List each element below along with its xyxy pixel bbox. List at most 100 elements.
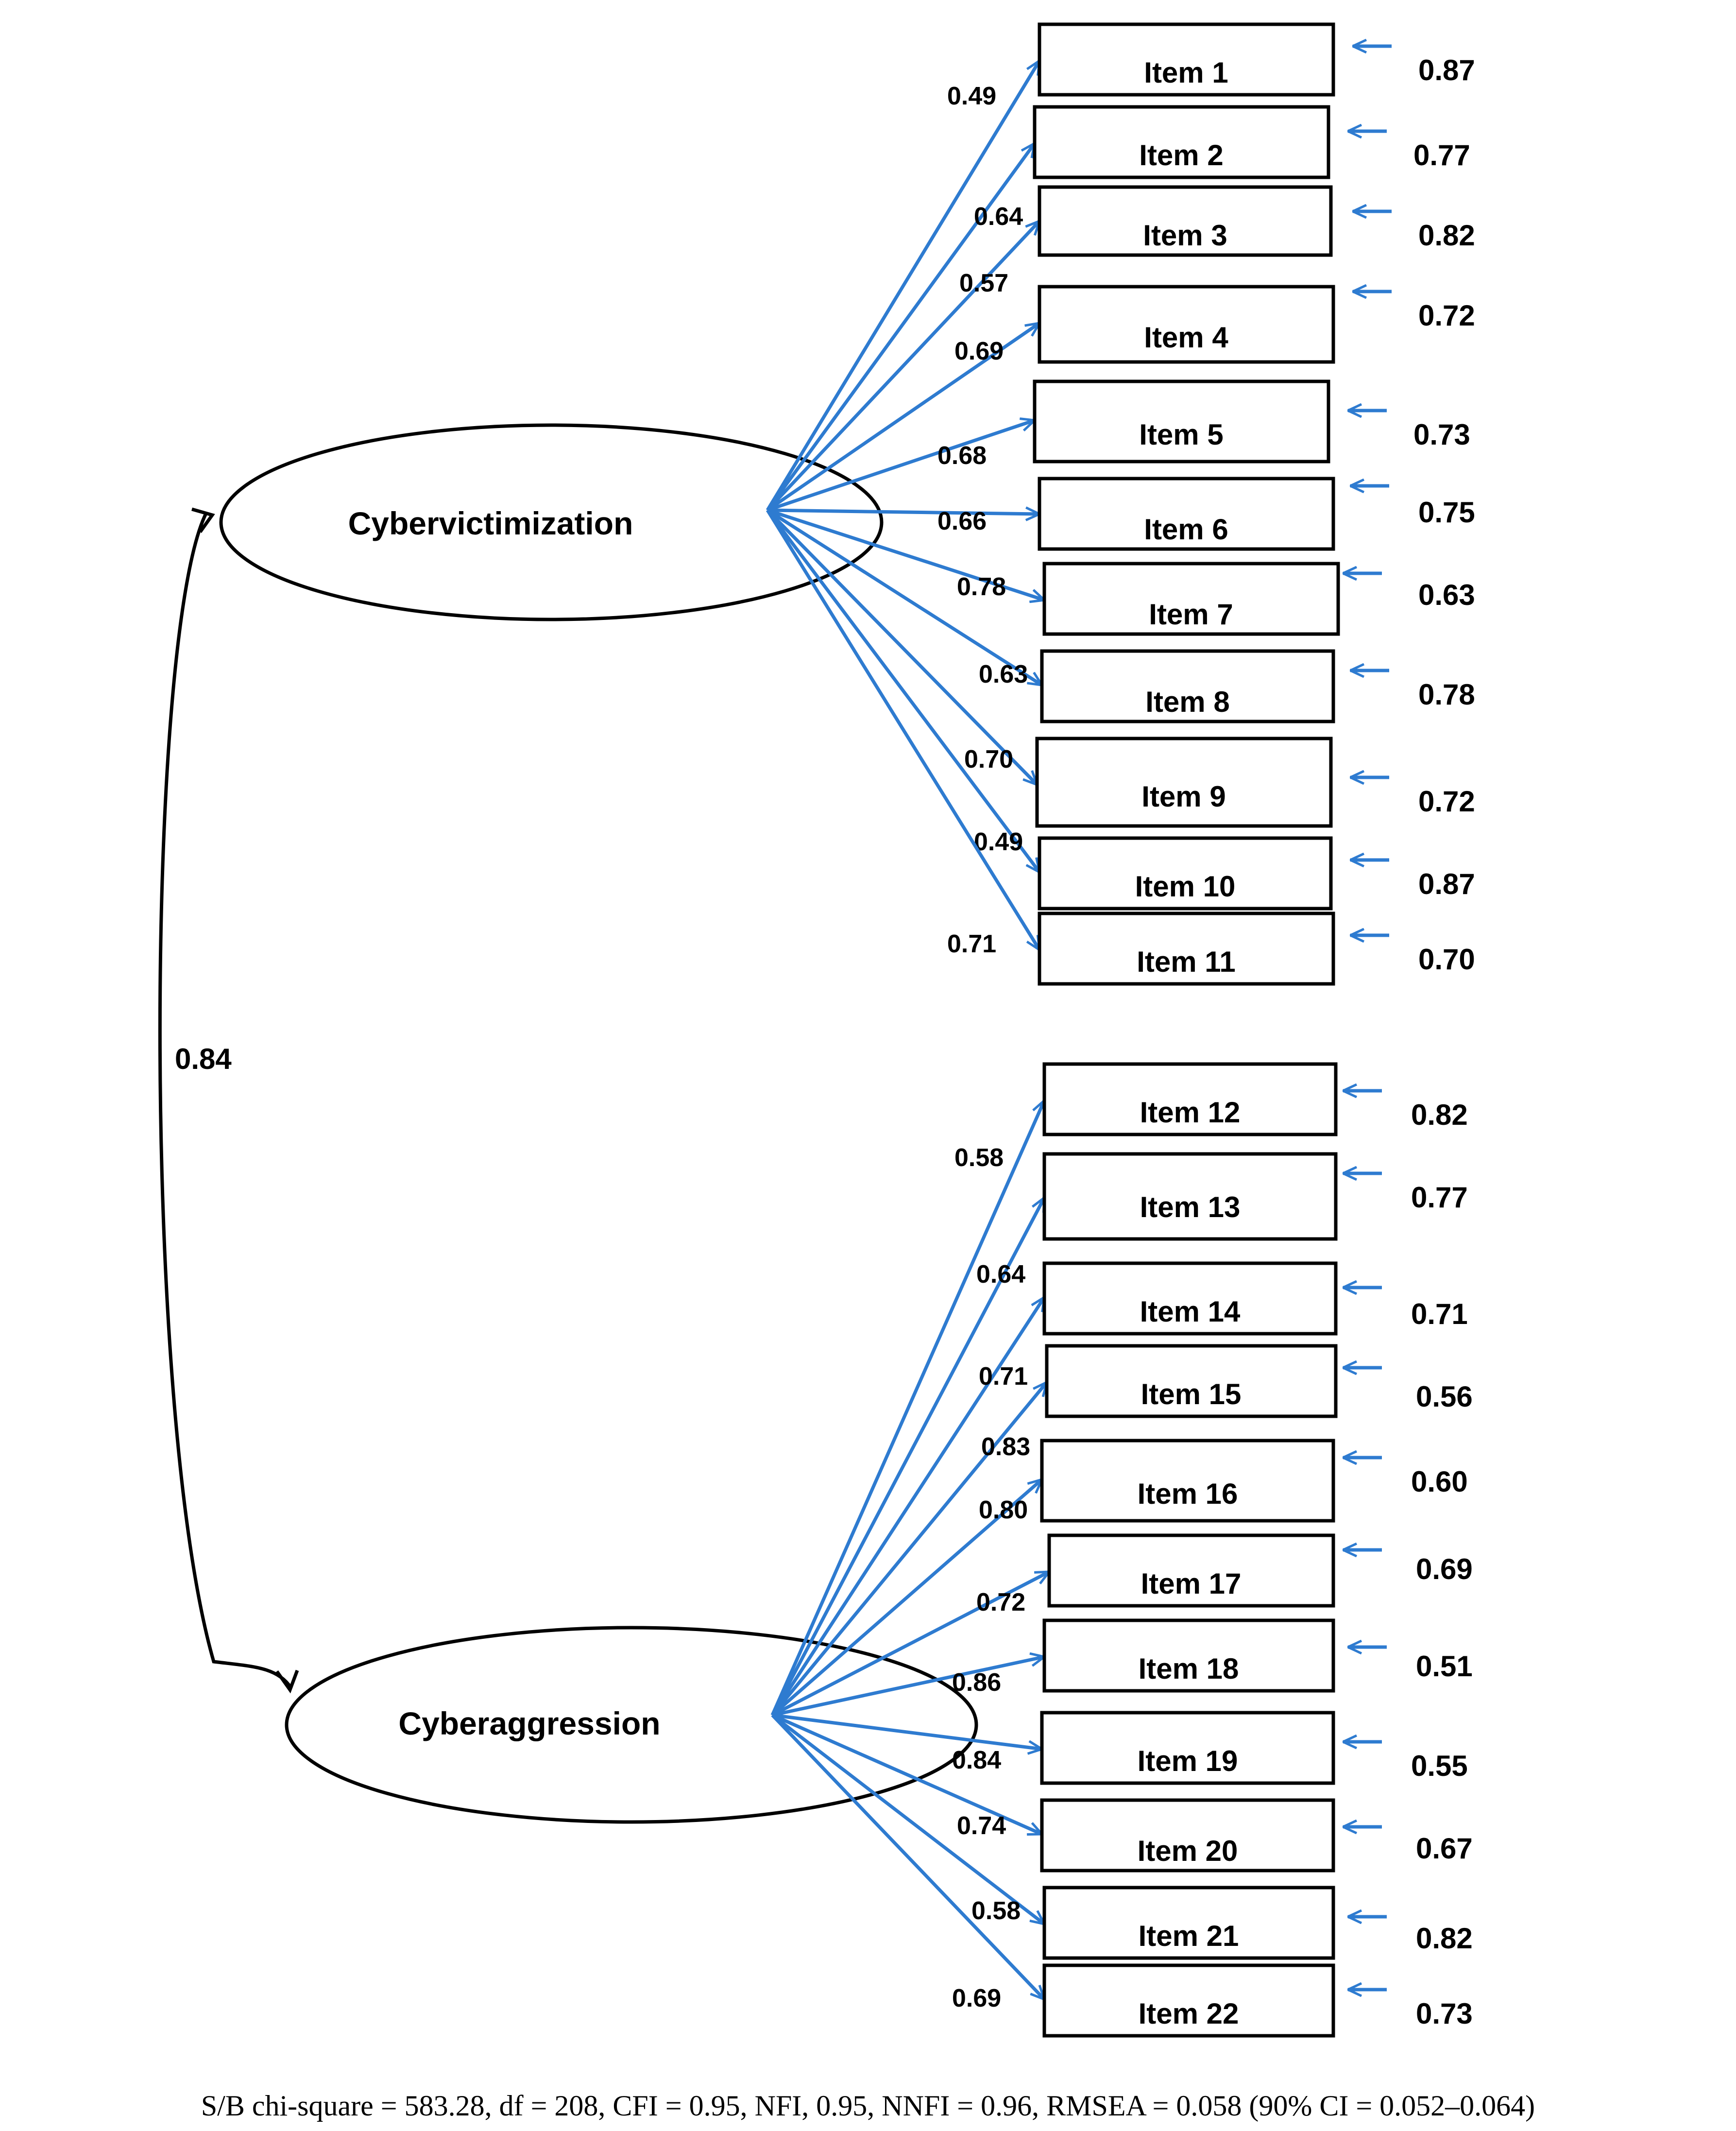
item-group: Item 19 0.84 0.55: [772, 1711, 1468, 1785]
item-group: Item 17 0.72 0.69: [771, 1533, 1473, 1717]
loading-label: 0.74: [957, 1812, 1006, 1840]
item-box: [1042, 562, 1340, 636]
item-box: [1035, 737, 1333, 828]
item-label: Item 18: [1139, 1652, 1239, 1685]
correlation-arrowhead-top: [191, 507, 215, 533]
loading-path: [771, 1479, 1042, 1717]
factor-label: Cyberaggression: [398, 1705, 660, 1741]
loading-path: [771, 1382, 1047, 1717]
error-label: 0.72: [1418, 299, 1475, 332]
error-label: 0.87: [1418, 868, 1475, 900]
loading-label: 0.70: [964, 745, 1013, 773]
error-label: 0.73: [1416, 1997, 1473, 2030]
item-group: Item 14 0.71 0.71: [771, 1261, 1468, 1716]
item-group: Item 8 0.63 0.78: [766, 509, 1475, 723]
item-group: Item 21 0.58 0.82: [771, 1714, 1473, 1960]
error-label: 0.82: [1418, 219, 1475, 252]
factor-ellipse: [219, 423, 884, 621]
item-label: Item 4: [1144, 321, 1228, 354]
loading-path: [770, 1198, 1046, 1716]
loading-path: [766, 508, 1044, 600]
loading-label: 0.83: [981, 1433, 1030, 1461]
correlation-curve: [158, 512, 293, 1689]
fit-indices-caption: S/B chi-square = 583.28, df = 208, CFI =…: [201, 2090, 1535, 2122]
item-box: [1038, 477, 1335, 551]
item-box: [1042, 1152, 1338, 1241]
error-label: 0.75: [1418, 496, 1475, 529]
item-label: Item 2: [1139, 139, 1223, 172]
error-label: 0.63: [1418, 579, 1475, 611]
item-box: [1038, 285, 1335, 364]
error-label: 0.77: [1413, 139, 1470, 172]
item-box: [1040, 1711, 1335, 1785]
item-group: Item 18 0.86 0.51: [772, 1618, 1473, 1717]
item-label: Item 3: [1143, 219, 1227, 252]
loading-label: 0.80: [979, 1496, 1028, 1524]
loading-path: [771, 1714, 1044, 1924]
item-group: Item 15 0.83 0.56: [771, 1344, 1473, 1717]
item-label: Item 21: [1139, 1920, 1239, 1952]
item-group: Item 13 0.64 0.77: [770, 1152, 1468, 1716]
loading-label: 0.68: [937, 442, 987, 470]
error-label: 0.78: [1418, 678, 1475, 711]
item-group: Item 7 0.78 0.63: [766, 508, 1475, 636]
item-box: [1040, 1798, 1335, 1873]
loading-label: 0.64: [976, 1260, 1025, 1289]
loading-path: [771, 1714, 1044, 1999]
item-label: Item 1: [1144, 56, 1228, 89]
item-group: Item 9 0.70 0.72: [766, 509, 1475, 828]
error-label: 0.55: [1411, 1750, 1468, 1782]
loading-path: [770, 1100, 1046, 1716]
loading-label: 0.71: [947, 930, 996, 958]
item-box: [1040, 1439, 1335, 1523]
correlation-arrowhead-bottom: [275, 1669, 299, 1694]
item-group: Item 1 0.49 0.87: [766, 22, 1475, 511]
error-label: 0.51: [1416, 1650, 1473, 1683]
item-group: Item 2 0.64 0.77: [766, 105, 1470, 512]
error-label: 0.82: [1411, 1099, 1468, 1131]
item-box: [1038, 836, 1333, 911]
item-label: Item 10: [1135, 870, 1236, 903]
loading-label: 0.49: [974, 828, 1023, 856]
item-box: [1038, 911, 1335, 986]
item-group: Item 10 0.49 0.87: [766, 509, 1475, 911]
item-box: [1045, 1344, 1338, 1418]
loading-label: 0.69: [952, 1984, 1001, 2012]
item-box: [1033, 379, 1330, 464]
loading-path: [766, 323, 1039, 512]
error-label: 0.71: [1411, 1298, 1468, 1330]
loading-label: 0.78: [957, 573, 1006, 601]
item-label: Item 15: [1141, 1378, 1242, 1410]
loading-label: 0.84: [952, 1746, 1001, 1774]
item-label: Item 16: [1138, 1478, 1238, 1510]
loading-path: [771, 1570, 1049, 1717]
loading-label: 0.63: [979, 660, 1028, 688]
item-group: Item 3 0.57 0.82: [766, 185, 1475, 512]
item-box: [1038, 185, 1333, 257]
loading-label: 0.49: [947, 82, 996, 110]
loading-label: 0.58: [954, 1144, 1004, 1172]
error-label: 0.69: [1416, 1553, 1473, 1585]
error-label: 0.70: [1418, 943, 1475, 976]
item-label: Item 13: [1140, 1191, 1241, 1223]
item-label: Item 17: [1141, 1567, 1242, 1600]
loading-path: [766, 221, 1039, 512]
error-label: 0.73: [1413, 418, 1470, 451]
loading-path: [766, 509, 1039, 872]
item-box: [1042, 1618, 1335, 1693]
item-box: [1033, 105, 1330, 179]
item-label: Item 6: [1144, 513, 1228, 546]
item-label: Item 14: [1140, 1295, 1241, 1328]
loading-path: [766, 61, 1039, 511]
item-box: [1042, 1062, 1338, 1136]
loading-label: 0.64: [974, 203, 1023, 231]
loading-label: 0.86: [952, 1668, 1001, 1697]
item-group: Item 11 0.71 0.70: [766, 509, 1475, 986]
loading-path: [766, 143, 1035, 512]
factor-cybervictimization: Cybervictimization: [219, 423, 884, 621]
item-box: [1042, 1261, 1338, 1336]
factor-label: Cybervictimization: [348, 505, 633, 541]
correlation-label: 0.84: [175, 1043, 232, 1075]
error-label: 0.77: [1411, 1181, 1468, 1214]
